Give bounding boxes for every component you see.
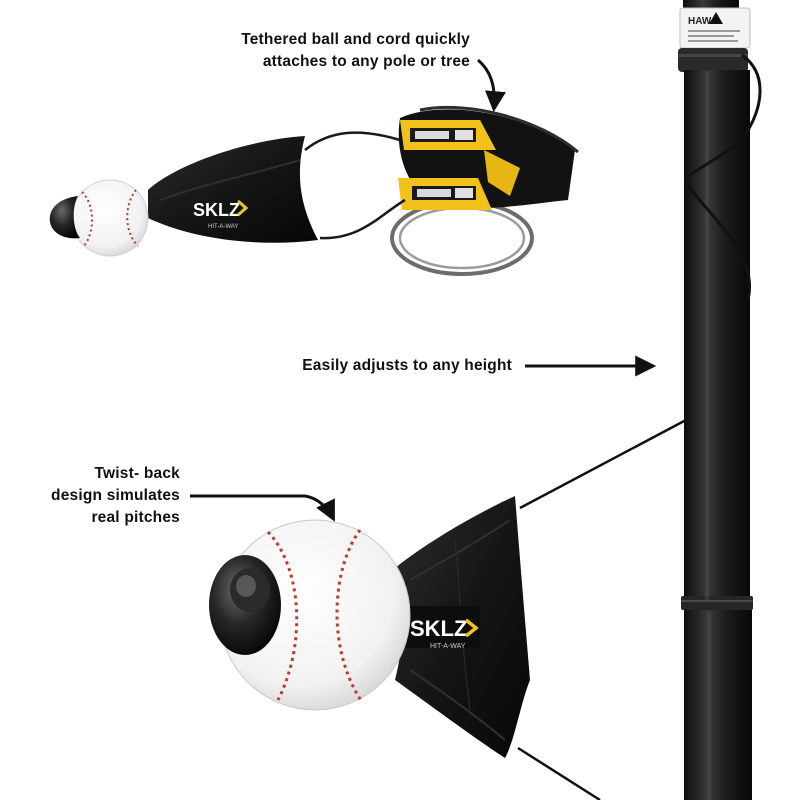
- callout-twist-line-1: Twist- back: [94, 465, 180, 482]
- pole-label-text: HAW: [688, 16, 712, 27]
- small-baseball: [71, 179, 149, 257]
- ball-cap: [209, 555, 281, 655]
- top-sleeve-logo: SKLZ HIT-A-WAY: [193, 199, 249, 230]
- hit-a-way-sleeve: SKLZ HIT-A-WAY: [395, 496, 530, 758]
- callout-tether: Tethered ball and cord quickly attaches …: [150, 29, 470, 73]
- top-cord: [304, 131, 401, 151]
- svg-text:HIT-A-WAY: HIT-A-WAY: [208, 224, 238, 230]
- callout-height-line-1: Easily adjusts to any height: [302, 357, 512, 374]
- callout-height: Easily adjusts to any height: [200, 355, 512, 377]
- callout-tether-line-1: Tethered ball and cord quickly: [241, 31, 470, 48]
- svg-text:SKLZ: SKLZ: [193, 200, 240, 220]
- svg-text:HIT-A-WAY: HIT-A-WAY: [430, 643, 466, 650]
- callout-tether-line-2: attaches to any pole or tree: [262, 53, 470, 70]
- pole-label: HAW: [679, 7, 751, 49]
- small-ball-cap: [49, 196, 80, 239]
- arrow-twist: [190, 494, 335, 522]
- main-cord: [519, 418, 687, 510]
- callout-twist-line-3: real pitches: [91, 509, 180, 526]
- yellow-strap: [398, 120, 520, 210]
- svg-text:SKLZ: SKLZ: [410, 616, 467, 641]
- callout-twist: Twist- back design simulates real pitche…: [10, 463, 180, 529]
- strap-assembly: SKLZ HIT-A-WAY: [49, 105, 579, 276]
- cord-on-pole: [684, 53, 762, 301]
- callout-twist-line-2: design simulates: [51, 487, 180, 504]
- sleeve-logo: SKLZ HIT-A-WAY: [406, 606, 480, 650]
- arrow-tether: [477, 58, 506, 113]
- top-sleeve: [148, 136, 318, 243]
- telescoping-pole: HAW: [678, 0, 753, 800]
